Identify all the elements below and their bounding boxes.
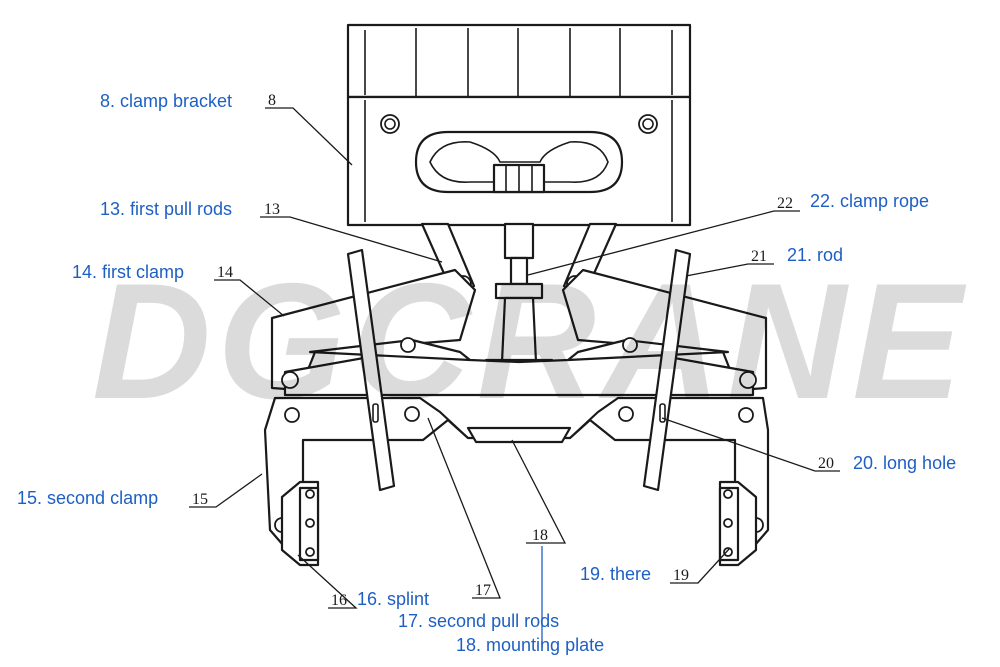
label-first-clamp: 14. first clamp [72,262,185,282]
callout-17: 17 [475,582,491,599]
label-splint: 16. splint [357,589,430,609]
clamp-bracket [346,23,692,227]
splints [280,480,758,567]
callout-8: 8 [268,92,276,109]
rods [346,248,692,492]
callout-22: 22 [777,195,793,212]
callout-20: 20 [818,455,834,472]
label-clamp-bracket: 8. clamp bracket [100,91,233,111]
mounting-plate [466,426,572,444]
label-second-clamp: 15. second clamp [17,488,159,508]
callout-13: 13 [264,201,280,218]
callout-18: 18 [532,527,548,544]
label-mounting-plate: 18. mounting plate [456,635,605,655]
label-first-pull-rods: 13. first pull rods [100,199,233,219]
label-there: 19. there [580,564,652,584]
leader-lines [189,107,840,647]
callout-19: 19 [673,567,689,584]
label-long-hole: 20. long hole [853,453,957,473]
callout-15: 15 [192,491,208,508]
callout-16: 16 [331,592,347,609]
label-rod: 21. rod [787,245,844,265]
callout-14: 14 [217,264,233,281]
callout-21: 21 [751,248,767,265]
label-second-pull-rods: 17. second pull rods [398,611,560,631]
callout-numbers: 8 13 14 15 16 17 18 19 20 21 22 [192,92,834,609]
label-clamp-rope: 22. clamp rope [810,191,930,211]
